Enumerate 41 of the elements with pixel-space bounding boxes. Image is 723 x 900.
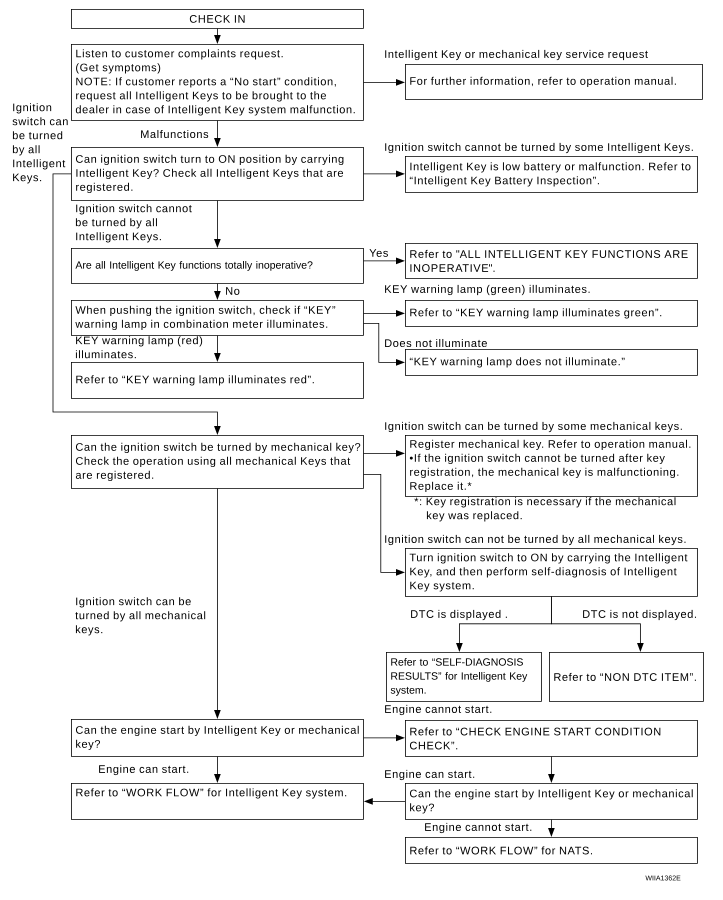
process-box: For further information, refer to operation manual. [405,64,703,100]
question-box: Can the ignition switch be turned by mechanical key? Check the operation using all mechanical Keys that are registered. [71,435,364,489]
edge-label: Engine can start. [99,764,188,776]
process-box: Refer to “WORK FLOW” for Intelligent Key system. [71,783,364,820]
process-box: “KEY warning lamp does not illuminate.” [405,349,698,376]
process-box: Refer to “CHECK ENGINE START CONDITION CHECK”. [405,720,698,757]
edge-label: Ignition switch can be turned by all Intelligent Keys. [12,103,68,184]
edge-label: Malfunctions [141,130,208,138]
process-box: Listen to customer complaints request. (Get symptoms) NOTE: If customer reports a “No start” condition, request all Intelligent Keys to be brought to the dealer in case of Intelligent Key system malfunction. [71,44,364,121]
process-box: Refer to “WORK FLOW” for NATS. [405,837,698,864]
edge-label: KEY warning lamp (green) illuminates. [385,284,590,296]
edge-label: DTC is displayed . [411,610,507,620]
edge-label: Engine cannot start. [425,822,532,834]
edge-label: KEY warning lamp (red) illuminates. [76,336,202,358]
edge-label: Ignition switch can be turned by all mechanical keys. [75,597,206,636]
process-box: Refer to "ALL INTELLIGENT KEY FUNCTIONS ARE INOPERATIVE". [405,243,698,279]
question-box: Can the engine start by Intelligent Key or mechanical key? [405,783,698,820]
question-box: Are all Intelligent Key functions totally inoperative? [71,248,364,284]
edge-label: Engine can start. [385,770,474,780]
edge-label: No [226,287,240,295]
edge-label: Ignition switch cannot be turned by all Intelligent Keys. [76,204,192,242]
process-box: Refer to “KEY warning lamp illuminates red”. [71,362,364,399]
edge-label: Engine cannot start. [385,704,492,716]
question-box: When pushing the ignition switch, check if “KEY” warning lamp in combination meter illuminates. [71,300,364,336]
process-box: Intelligent Key is low battery or malfunction. Refer to “Intelligent Key Battery Inspection”. [405,156,698,193]
process-box: Refer to “NON DTC ITEM”. [549,652,704,702]
edge-label: Ignition switch can be turned by some mechanical keys. [385,422,682,432]
question-box: Can ignition switch turn to ON position by carrying Intelligent Key? Check all Intelligent Keys that are registered. [71,147,364,201]
process-box: Register mechanical key. Refer to operation manual. •If the ignition switch cannot be turned after key registration, the mechanical key is malfunctioning. Replace it.* [405,435,698,497]
process-box: Refer to “SELF-DIAGNOSIS RESULTS” for Intelligent Key system. [386,652,542,702]
edge-label: Intelligent Key or mechanical key service request [385,50,648,60]
edge-label: DTC is not displayed. [583,610,696,620]
edge-label: Ignition switch cannot be turned by some Intelligent Keys. [385,142,693,154]
footnote: *: Key registration is necessary if the mechanical key was replaced. [414,497,676,522]
edge-label: Yes [369,249,388,257]
edge-label: Does not illuminate [385,338,487,348]
process-box: CHECK IN [71,9,364,29]
process-box: Refer to “KEY warning lamp illuminates green”. [405,300,698,327]
edge-label: Ignition switch can not be turned by all mechanical keys. [385,534,686,546]
process-box: Turn ignition switch to ON by carrying the Intelligent Key, and then perform self-diagnosis of Intelligent Key system. [405,548,698,597]
question-box: Can the engine start by Intelligent Key or mechanical key? [71,719,364,757]
